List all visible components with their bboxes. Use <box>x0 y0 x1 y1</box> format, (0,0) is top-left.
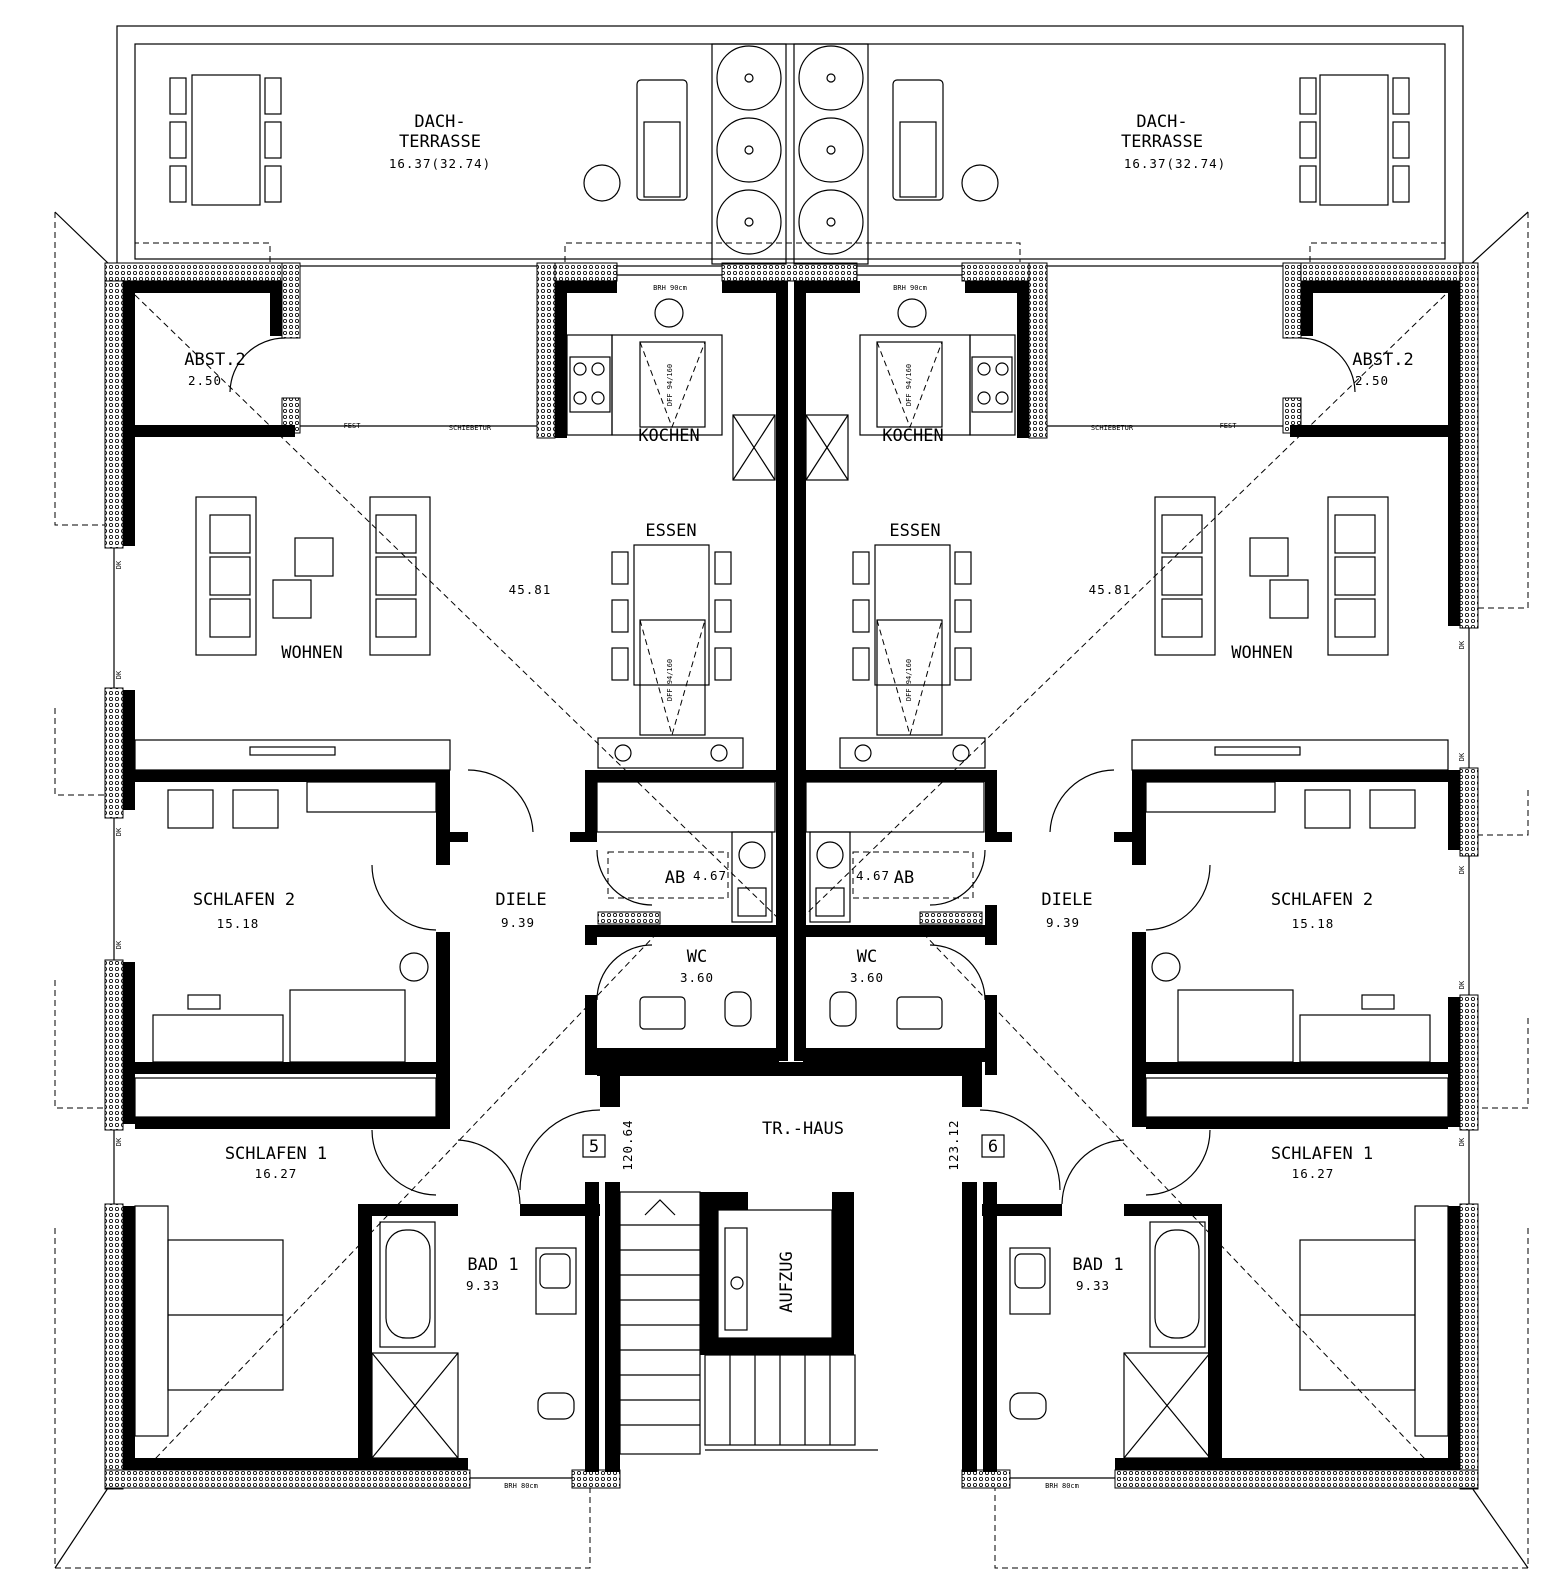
dk-left-2: DK <box>115 670 123 679</box>
right-total-area: 123.12 <box>946 1119 961 1170</box>
wc-right-area: 3.60 <box>850 970 884 985</box>
dk-left-4: DK <box>115 940 123 949</box>
brh90-left: BRH 90cm <box>653 284 687 292</box>
bedroom1-left <box>134 1205 284 1437</box>
dk-left-3: DK <box>115 827 123 836</box>
bad1-left-area: 9.33 <box>466 1278 500 1293</box>
wc-left-label: WC <box>687 947 707 967</box>
bathroom-right <box>1009 1221 1211 1459</box>
kochen-left-label: KOCHEN <box>638 426 699 446</box>
diele-right-label: DIELE <box>1041 890 1092 910</box>
schlafen1-left-area: 16.27 <box>255 1166 298 1181</box>
schlafen2-right-area: 15.18 <box>1292 916 1335 931</box>
ab-left-area: 4.67 <box>693 868 727 883</box>
diele-left-label: DIELE <box>495 890 546 910</box>
roof-projection <box>54 211 1529 1569</box>
dff-dining-left: DFF 94/160 <box>666 659 674 701</box>
schlafen1-right-area: 16.27 <box>1292 1166 1335 1181</box>
living-left-area: 45.81 <box>509 582 552 597</box>
utility-ab <box>607 831 974 923</box>
living-left <box>134 496 451 771</box>
wohnen-right-label: WOHNEN <box>1231 643 1292 663</box>
abst-right-area: 2.50 <box>1355 373 1389 388</box>
dk-right-4: DK <box>1458 980 1466 989</box>
brh80-left: BRH 80cm <box>504 1482 538 1490</box>
bad1-right-label: BAD 1 <box>1072 1255 1123 1275</box>
terrace-outline <box>116 25 1464 267</box>
terrace-right-area: 16.37(32.74) <box>1124 156 1226 171</box>
essen-right-label: ESSEN <box>889 521 940 541</box>
terrace-left-area: 16.37(32.74) <box>389 156 491 171</box>
schlafen1-right-label: SCHLAFEN 1 <box>1271 1144 1373 1164</box>
wc-right-label: WC <box>857 947 877 967</box>
terrace-right-label: DACH-TERRASSE <box>1121 112 1203 152</box>
wardrobes <box>134 781 1449 1118</box>
brh80-right: BRH 80cm <box>1045 1482 1079 1490</box>
dff-dining-right: DFF 94/160 <box>905 659 913 701</box>
dk-right-1: DK <box>1458 640 1466 649</box>
kitchen-left <box>566 298 776 481</box>
aufzug-label: AUFZUG <box>777 1251 797 1312</box>
unit-left-number: 5 <box>589 1137 599 1157</box>
stairwell <box>619 1191 878 1455</box>
kitchen-right <box>805 298 1016 481</box>
ab-right-label: AB <box>894 868 914 888</box>
unit-right-number: 6 <box>988 1137 998 1157</box>
bathroom-left <box>371 1221 577 1459</box>
bedroom2-right <box>1145 781 1431 1063</box>
terrace-furniture <box>169 43 1410 265</box>
wc-left <box>639 991 752 1030</box>
bad1-left-label: BAD 1 <box>467 1255 518 1275</box>
fest-left: FEST <box>344 422 362 430</box>
wohnen-left-label: WOHNEN <box>281 643 342 663</box>
abst-left-label: ABST.2 <box>184 350 245 370</box>
schlafen2-left-area: 15.18 <box>217 916 260 931</box>
ab-left-label: AB <box>665 868 685 888</box>
labels: DACH-TERRASSE 16.37(32.74) DACH-TERRASSE… <box>115 112 1466 1490</box>
dff-kitchen-left: DFF 94/160 <box>666 364 674 406</box>
living-right-area: 45.81 <box>1089 582 1132 597</box>
abst-right-label: ABST.2 <box>1352 350 1413 370</box>
ab-right-area: 4.67 <box>856 868 890 883</box>
doors <box>229 337 1356 1205</box>
living-right <box>1131 496 1449 771</box>
dining-right <box>839 544 986 769</box>
fest-right: FEST <box>1220 422 1238 430</box>
schlafen2-right-label: SCHLAFEN 2 <box>1271 890 1373 910</box>
unit-boxes <box>582 1134 1005 1158</box>
bad1-right-area: 9.33 <box>1076 1278 1110 1293</box>
schlafen2-left-label: SCHLAFEN 2 <box>193 890 295 910</box>
brh90-right: BRH 90cm <box>893 284 927 292</box>
diele-left-area: 9.39 <box>501 915 535 930</box>
essen-left-label: ESSEN <box>645 521 696 541</box>
terrace-left-label: DACH-TERRASSE <box>399 112 481 152</box>
schiebetur-right: SCHIEBETUR <box>1091 424 1134 432</box>
schlafen1-left-label: SCHLAFEN 1 <box>225 1144 327 1164</box>
schiebetur-left: SCHIEBETUR <box>449 424 492 432</box>
dk-right-5: DK <box>1458 1137 1466 1146</box>
bedroom2-left <box>152 781 437 1063</box>
trhaus-label: TR.-HAUS <box>762 1119 844 1139</box>
wc-right <box>829 991 943 1030</box>
windows <box>113 274 1470 1479</box>
planter-trees <box>711 43 869 265</box>
abst-left-area: 2.50 <box>188 373 222 388</box>
interior-walls <box>123 281 1460 1472</box>
dk-right-2: DK <box>1458 752 1466 761</box>
diele-right-area: 9.39 <box>1046 915 1080 930</box>
bedroom1-right <box>1299 1205 1449 1437</box>
dk-left-1: DK <box>115 560 123 569</box>
dk-left-5: DK <box>115 1137 123 1146</box>
wc-left-area: 3.60 <box>680 970 714 985</box>
dining-left <box>597 544 744 769</box>
left-total-area: 120.64 <box>620 1119 635 1170</box>
dff-kitchen-right: DFF 94/160 <box>905 364 913 406</box>
dk-right-3: DK <box>1458 865 1466 874</box>
kochen-right-label: KOCHEN <box>882 426 943 446</box>
exterior-walls <box>104 262 1479 1490</box>
